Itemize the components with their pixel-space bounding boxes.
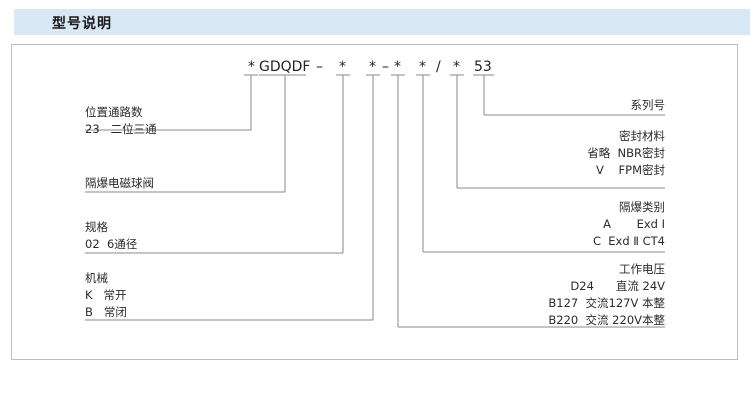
callout-row: B127 交流127V 本整: [548, 296, 665, 310]
model-token-5: –: [382, 59, 389, 75]
section-header-bar: [14, 9, 750, 35]
model-token-4: *: [369, 59, 376, 75]
callout-header: 位置通路数: [85, 105, 143, 119]
model-token-0: *: [248, 59, 255, 75]
callout-row: D24 直流 24V: [570, 279, 665, 293]
callout-header: 规格: [85, 220, 108, 234]
callout-row: A Exd Ⅰ: [603, 217, 665, 231]
callout-row: K 常开: [85, 288, 127, 302]
callout-mechanical: 机械 K 常开 B 常闭: [85, 270, 127, 321]
callout-row: C Exd Ⅱ CT4: [592, 234, 665, 248]
callout-header: 隔爆电磁球阀: [85, 176, 154, 190]
model-token-9: *: [453, 59, 460, 75]
callout-row: 省略 NBR密封: [587, 146, 665, 160]
callout-header: 系列号: [630, 98, 666, 112]
callout-explosion-proof-solenoid-ball-valve: 隔爆电磁球阀: [85, 175, 154, 192]
model-token-1: GDQDF: [259, 59, 311, 75]
model-token-8: /: [436, 59, 441, 75]
callout-sealing-material: 密封材料 省略 NBR密封 V FPM密封: [405, 128, 665, 179]
callout-header: 密封材料: [619, 129, 665, 143]
page-title: 型号说明: [52, 16, 112, 32]
model-token-2: –: [316, 59, 323, 75]
callout-series-number: 系列号: [405, 97, 666, 114]
callout-specification: 规格 02 6通径: [85, 219, 137, 253]
callout-row: B220 交流 220V本整: [548, 313, 665, 327]
model-token-10: 53: [474, 59, 492, 75]
callout-row: B 常闭: [85, 305, 127, 319]
callout-explosion-proof-category: 隔爆类别 A Exd Ⅰ C Exd Ⅱ CT4: [405, 199, 665, 250]
callout-row: 02 6通径: [85, 237, 138, 251]
model-token-3: *: [339, 59, 346, 75]
diagram-panel: [11, 44, 738, 360]
model-code-line: * GDQDF – * * – * * / * 53: [0, 59, 750, 79]
callout-header: 隔爆类别: [619, 200, 665, 214]
model-token-7: *: [419, 59, 426, 75]
callout-row: 23 二位三通: [85, 122, 157, 136]
callout-row: V FPM密封: [596, 163, 665, 177]
callout-position-channel-count: 位置通路数 23 二位三通: [85, 104, 157, 138]
model-token-6: *: [394, 59, 401, 75]
callout-header: 机械: [85, 271, 108, 285]
callout-header: 工作电压: [619, 262, 665, 276]
callout-working-voltage: 工作电压 D24 直流 24V B127 交流127V 本整 B220 交流 2…: [405, 261, 665, 329]
